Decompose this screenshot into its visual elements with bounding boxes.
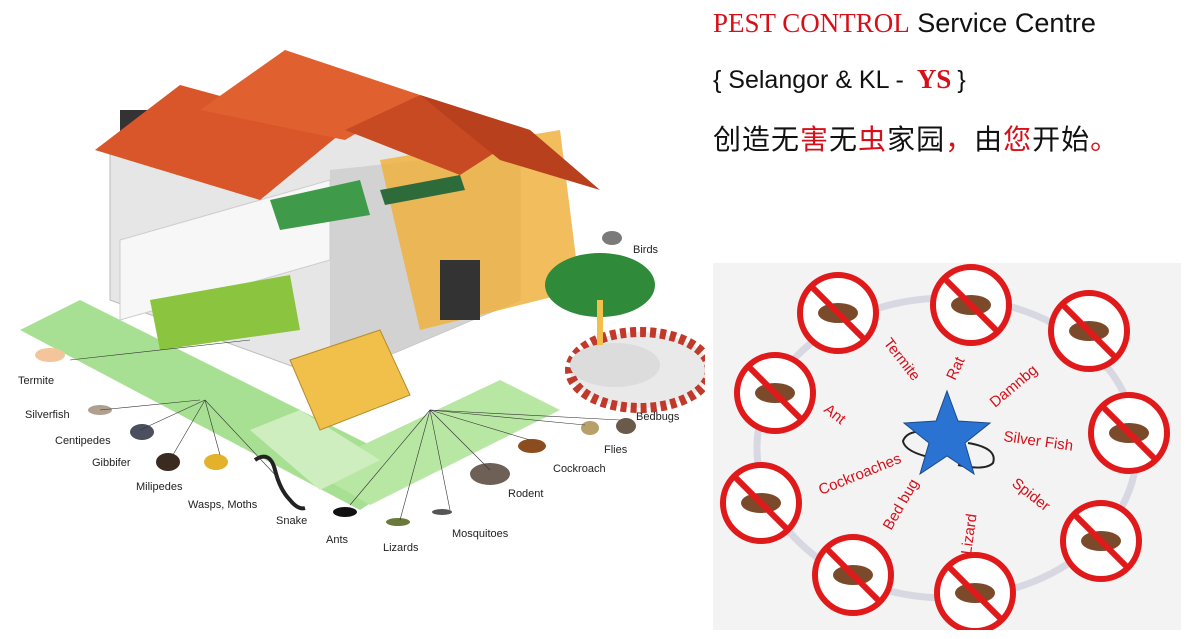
- label-wasps: Wasps, Moths: [188, 499, 258, 511]
- slogan-segment: 开始: [1032, 123, 1091, 156]
- title-pest-control: PEST CONTROL: [713, 8, 910, 38]
- bird-icon: [602, 231, 622, 245]
- slogan-segment: 创造无: [713, 123, 801, 156]
- umbrella-tree: [545, 253, 655, 317]
- slogan-segment: 虫: [858, 123, 888, 156]
- ring-label-lizard: Lizard: [958, 513, 981, 556]
- no-termite-sign-icon: [797, 272, 879, 354]
- no-rat-sign-icon: [930, 264, 1012, 346]
- no-ant-sign-icon: [734, 352, 816, 434]
- slogan-segment: 由: [974, 123, 1004, 156]
- no-grasshopper-sign-icon: [1048, 290, 1130, 372]
- location-prefix: { Selangor & KL -: [713, 66, 911, 94]
- green-sofa: [150, 275, 300, 350]
- cockroach-icon: [518, 439, 546, 453]
- cabinet: [440, 260, 480, 320]
- no-spider-sign-icon: [1060, 500, 1142, 582]
- ring-label-damnbg: Damnbg: [987, 362, 1041, 411]
- mosquito-icon: [432, 509, 452, 515]
- label-milipedes: Milipedes: [136, 481, 183, 493]
- location-ys: YS: [916, 64, 952, 94]
- label-cockroach: Cockroach: [553, 463, 606, 475]
- label-flies: Flies: [604, 444, 628, 456]
- label-lizards: Lizards: [383, 542, 419, 554]
- ring-label-termite: Termite: [880, 335, 924, 384]
- house-svg: Birds Termite Silverfish Centipedes Gibb…: [18, 50, 705, 554]
- slogan-segment: 您: [1003, 123, 1033, 156]
- title-service-centre: Service Centre: [909, 8, 1096, 38]
- snake-icon: [253, 454, 306, 511]
- ant-icon: [333, 507, 357, 517]
- rodent-icon: [470, 463, 510, 485]
- pointer-lines: [69, 339, 621, 521]
- roof-right: [345, 95, 530, 175]
- ring-label-cockroaches: Cockroaches: [816, 450, 904, 499]
- lawn-patch: [250, 410, 380, 490]
- label-birds: Birds: [633, 244, 659, 256]
- slogan-segment: 无: [829, 123, 859, 156]
- label-snake: Snake: [276, 515, 307, 527]
- kitchen-counter: [289, 329, 411, 431]
- chinese-slogan: 创造无害无虫家园，由您开始。: [713, 118, 1119, 158]
- slogan-segment: 害: [800, 123, 830, 156]
- ring-label-bedbug: Bed bug: [880, 476, 923, 533]
- title-line: PEST CONTROL Service Centre: [713, 8, 1096, 39]
- location-line: { Selangor & KL - YS}: [713, 64, 966, 95]
- gibbifer-icon: [156, 453, 180, 471]
- house-illustration: Birds Termite Silverfish Centipedes Gibb…: [18, 50, 705, 554]
- slogan-segment: 家园: [887, 123, 946, 156]
- blue-star-icon: [902, 389, 992, 476]
- label-ants: Ants: [326, 534, 349, 546]
- ring-label-spider: Spider: [1009, 475, 1054, 515]
- ring-label-ant: Ant: [821, 401, 850, 429]
- label-centipedes: Centipedes: [55, 435, 111, 447]
- label-rodent: Rodent: [508, 488, 543, 500]
- prohibition-signs: [720, 264, 1170, 630]
- roof-top: [200, 50, 420, 140]
- orange-wall: [380, 130, 580, 330]
- centipede-icon: [130, 424, 154, 440]
- no-cockroach-sign-icon: [720, 462, 802, 544]
- label-mosquitoes: Mosquitoes: [452, 528, 509, 540]
- roof-far: [420, 95, 600, 190]
- fly-icon: [581, 421, 599, 435]
- lizard-icon: [386, 518, 410, 526]
- location-suffix: }: [957, 66, 966, 94]
- label-termite: Termite: [18, 375, 54, 387]
- pest-circle-panel: Termite Rat Damnbg Ant Silver Fish Cockr…: [713, 263, 1181, 630]
- shelf: [380, 175, 465, 205]
- no-bedbug-sign-icon: [812, 534, 894, 616]
- no-silverfish-sign-icon: [1088, 392, 1170, 474]
- no-lizard-sign-icon: [934, 552, 1016, 630]
- lawn-strip-right: [310, 380, 560, 505]
- bed: [270, 180, 370, 230]
- ring-label-rat: Rat: [943, 354, 969, 383]
- label-gibbifer: Gibbifer: [92, 457, 131, 469]
- bedbug-icon: [616, 418, 636, 434]
- label-silverfish: Silverfish: [25, 409, 70, 421]
- termite-icon: [35, 348, 65, 362]
- slogan-segment: ，: [945, 123, 975, 156]
- pest-ring-svg: Termite Rat Damnbg Ant Silver Fish Cockr…: [720, 264, 1170, 630]
- slogan-segment: 。: [1090, 123, 1120, 156]
- label-bedbugs: Bedbugs: [636, 411, 680, 423]
- patio-inner: [570, 343, 660, 387]
- umbrella-pole: [597, 300, 603, 345]
- wasp-icon: [204, 454, 228, 470]
- ring-label-silverfish: Silver Fish: [1002, 428, 1074, 455]
